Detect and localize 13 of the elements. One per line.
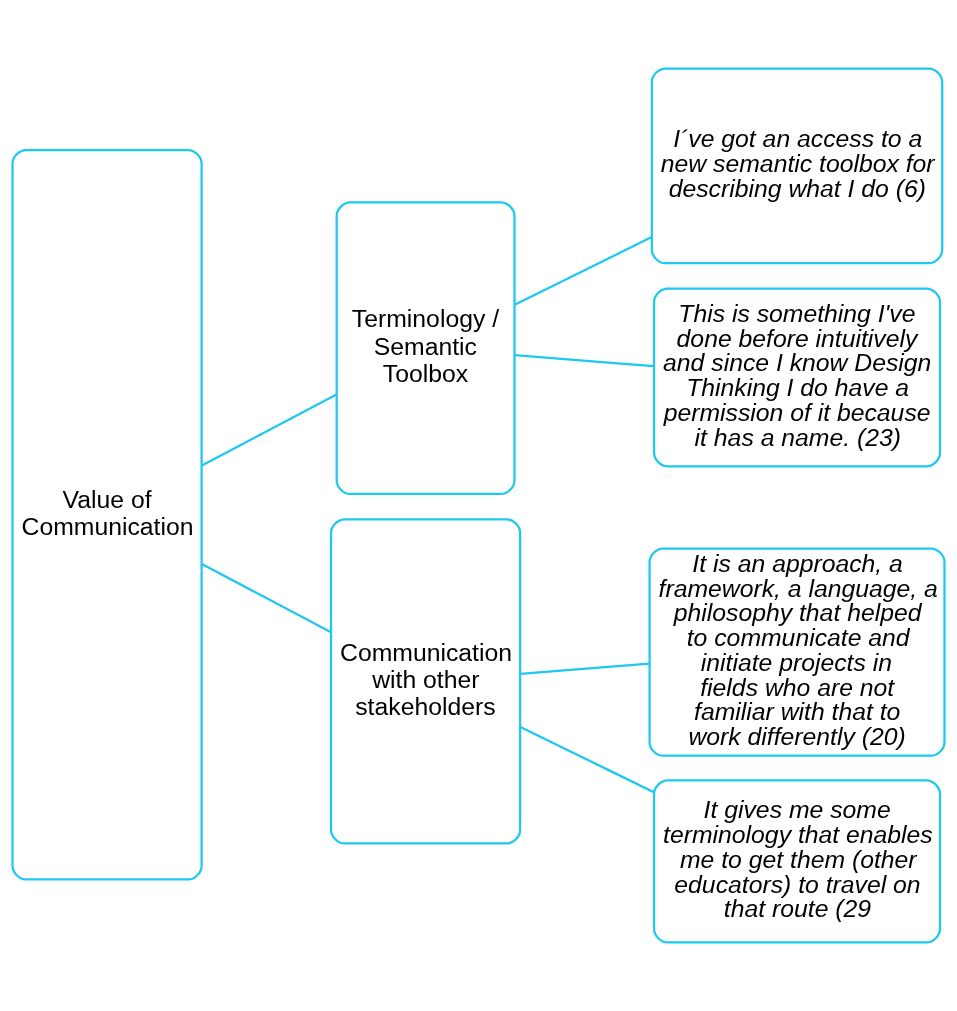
connector — [201, 563, 332, 633]
connector — [514, 354, 654, 368]
node-box: Terminology / Semantic Toolbox — [335, 201, 516, 496]
connector — [514, 236, 653, 306]
node-box: It gives me some terminology that enables me to get them (other educators) to travel on that route (29 — [652, 779, 942, 944]
connector — [520, 662, 650, 676]
node-box: Value of Communication — [11, 149, 203, 881]
node-box: It is an approach, a framework, a language, a philosophy that helped to communicate and initiate projects in fields who are not familiar with that to work differently (20) — [648, 547, 946, 757]
node-box: I´ve got an access to a new semantic toolbox for describing what I do (6) — [650, 67, 944, 265]
node-box: This is something I've done before intuitively and since I know Design Thinking I do have a permission of it because it has a name. (23) — [652, 287, 942, 468]
connector — [201, 393, 338, 467]
node-box: Communication with other stakeholders — [329, 518, 522, 845]
connector — [519, 726, 655, 794]
